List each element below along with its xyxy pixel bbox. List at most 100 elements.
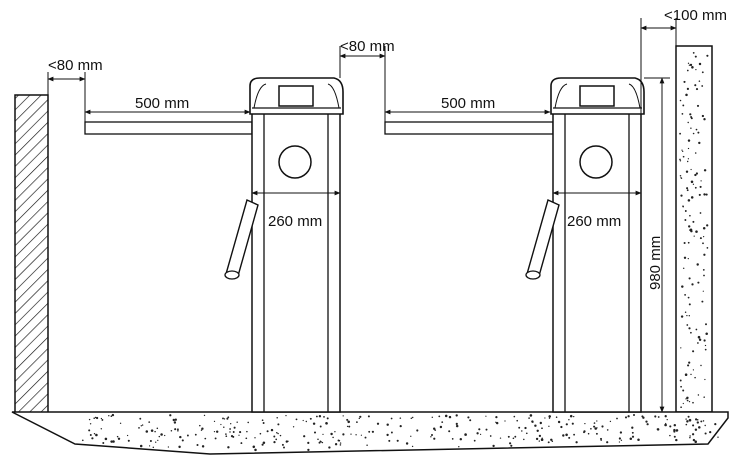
concrete-speck: [679, 160, 682, 162]
concrete-speck: [694, 173, 697, 177]
concrete-speck: [702, 290, 704, 292]
concrete-speck: [694, 55, 697, 58]
concrete-speck: [688, 64, 691, 66]
concrete-speck: [332, 436, 334, 439]
concrete-speck: [326, 423, 328, 425]
concrete-speck: [178, 445, 181, 449]
concrete-speck: [245, 437, 248, 440]
concrete-speck: [631, 435, 635, 438]
concrete-speck: [273, 441, 276, 444]
concrete-speck: [213, 430, 216, 433]
concrete-speck: [220, 423, 222, 426]
concrete-speck: [458, 446, 460, 448]
concrete-speck: [642, 416, 645, 419]
concrete-speck: [232, 431, 235, 433]
concrete-speck: [524, 426, 527, 430]
concrete-speck: [326, 417, 329, 420]
concrete-speck: [410, 435, 412, 437]
concrete-speck: [705, 332, 708, 336]
concrete-speck: [717, 436, 719, 438]
concrete-speck: [239, 431, 242, 434]
concrete-speck: [699, 237, 702, 240]
concrete-speck: [230, 423, 232, 425]
concrete-speck: [100, 417, 103, 420]
concrete-speck: [95, 416, 99, 420]
concrete-speck: [690, 168, 692, 171]
concrete-speck: [540, 438, 544, 441]
concrete-speck: [277, 432, 279, 435]
concrete-speck: [697, 335, 701, 339]
concrete-speck: [686, 314, 688, 317]
concrete-speck: [562, 434, 565, 437]
concrete-speck: [685, 423, 688, 426]
concrete-speck: [541, 437, 543, 439]
concrete-speck: [539, 421, 542, 425]
concrete-speck: [110, 415, 113, 417]
concrete-speck: [575, 441, 578, 444]
wall-concrete-texture: [679, 52, 709, 409]
concrete-speck: [196, 443, 199, 447]
concrete-speck: [689, 214, 691, 217]
concrete-speck: [620, 439, 623, 441]
concrete-speck: [692, 220, 695, 223]
concrete-speck: [681, 113, 684, 115]
concrete-speck: [140, 425, 142, 427]
concrete-speck: [507, 435, 510, 438]
concrete-speck: [485, 428, 488, 431]
concrete-speck: [148, 445, 151, 447]
concrete-speck: [236, 421, 238, 423]
concrete-speck: [682, 150, 684, 153]
label-body-width-right: 260 mm: [567, 213, 621, 230]
concrete-speck: [686, 324, 689, 326]
concrete-speck: [596, 427, 598, 429]
concrete-speck: [358, 417, 361, 420]
concrete-speck: [594, 427, 597, 430]
concrete-speck: [169, 414, 172, 417]
concrete-speck: [700, 180, 702, 182]
concrete-speck: [688, 418, 692, 422]
concrete-speck: [225, 435, 228, 438]
concrete-speck: [155, 441, 157, 443]
concrete-speck: [88, 418, 91, 421]
concrete-speck: [186, 434, 189, 437]
concrete-speck: [698, 193, 701, 196]
label-middle-gap: <80 mm: [340, 38, 395, 55]
concrete-speck: [688, 303, 691, 306]
concrete-speck: [368, 430, 371, 433]
floor-slab: [11, 411, 729, 455]
concrete-speck: [690, 331, 692, 334]
concrete-speck: [89, 423, 92, 425]
concrete-speck: [694, 440, 697, 443]
concrete-speck: [690, 196, 694, 199]
concrete-speck: [405, 442, 409, 445]
concrete-speck: [714, 423, 717, 426]
turnstile-right-reader: [579, 145, 613, 179]
concrete-speck: [204, 437, 207, 440]
dimension-arm-left: 500 mm: [84, 95, 251, 115]
concrete-speck: [704, 344, 707, 347]
concrete-speck: [692, 438, 696, 442]
dimension-arm-right: 500 mm: [384, 95, 551, 115]
concrete-speck: [692, 424, 695, 427]
concrete-speck: [376, 422, 380, 425]
concrete-speck: [467, 416, 470, 419]
concrete-speck: [438, 415, 441, 418]
concrete-speck: [680, 385, 682, 388]
concrete-speck: [516, 419, 519, 422]
concrete-speck: [492, 444, 495, 448]
concrete-speck: [694, 376, 696, 379]
concrete-speck: [119, 422, 122, 424]
concrete-speck: [318, 415, 322, 418]
concrete-speck: [609, 420, 612, 423]
concrete-speck: [305, 420, 308, 423]
concrete-speck: [334, 431, 336, 433]
concrete-speck: [307, 448, 310, 452]
concrete-speck: [173, 421, 177, 424]
concrete-speck: [276, 431, 278, 434]
concrete-speck: [230, 435, 234, 438]
concrete-speck: [687, 241, 690, 244]
concrete-speck: [216, 430, 219, 433]
concrete-speck: [693, 235, 695, 237]
concrete-speck: [695, 172, 698, 175]
concrete-speck: [646, 423, 649, 426]
